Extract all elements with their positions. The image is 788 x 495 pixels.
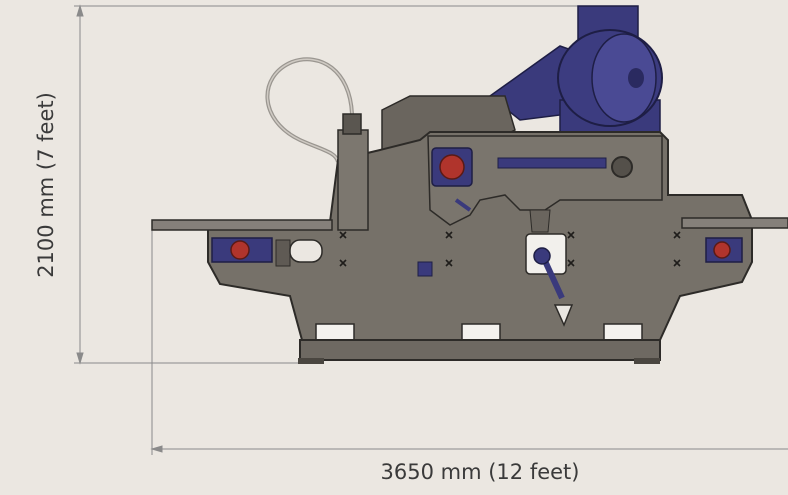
height-dimension-label: 2100 mm (7 feet) (34, 92, 58, 278)
lever-arm (454, 198, 472, 212)
control-knob (611, 156, 633, 178)
motor (488, 5, 663, 137)
width-arrow-left (150, 445, 163, 453)
hose-column (337, 129, 369, 231)
hose-fitting (342, 113, 362, 135)
width-dimension-label: 3650 mm (12 feet) (380, 460, 580, 484)
height-adjuster (525, 209, 574, 327)
base-plate (299, 339, 661, 361)
left-infeed-table (151, 219, 333, 231)
dimension-lines (74, 4, 788, 455)
height-arrow-top (76, 4, 84, 17)
base-slot-right (603, 323, 643, 341)
blue-slide-bar (497, 157, 607, 169)
height-arrow-bottom (76, 352, 84, 365)
head-bearing (439, 154, 465, 180)
bolt-marks (339, 231, 681, 267)
left-feed-roller (211, 237, 323, 267)
small-blue-block (417, 261, 433, 277)
base-slot-left (315, 323, 355, 341)
right-outfeed-table (681, 217, 788, 229)
base-slot-middle (461, 323, 501, 341)
air-hose-highlight (266, 58, 353, 163)
base-foot-right (634, 358, 660, 364)
base-foot-left (298, 358, 324, 364)
motor-shaft (628, 68, 644, 88)
motor-end-cap (591, 33, 657, 123)
right-feed-roller (705, 237, 743, 263)
